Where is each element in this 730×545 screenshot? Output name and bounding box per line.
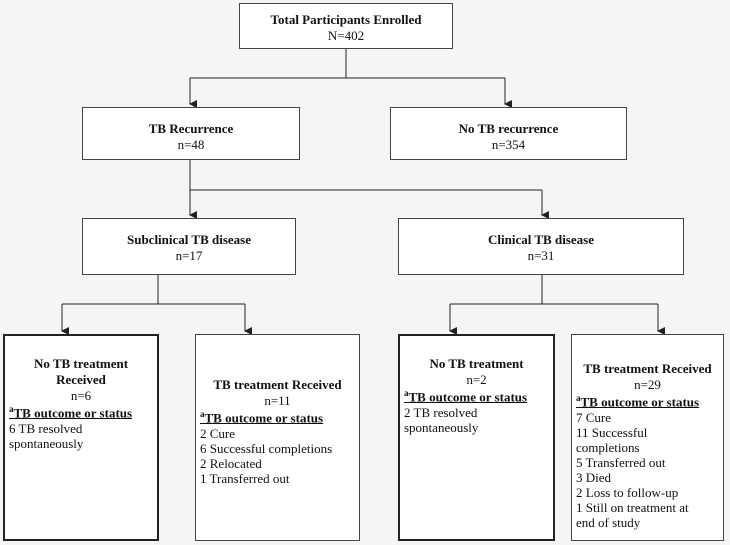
- box4-count: n=29: [634, 377, 661, 392]
- box1-count: n=6: [70, 388, 92, 403]
- box4-outcome-header: aTB outcome or status: [576, 393, 700, 410]
- box4-item: 2 Loss to follow-up: [576, 485, 679, 501]
- clinical-title: Clinical TB disease: [488, 232, 594, 247]
- no-treatment-subclinical-box: No TB treatment Received n=6 aTB outcome…: [3, 334, 159, 541]
- box1-outcome-header: aTB outcome or status: [9, 404, 133, 421]
- box1-item: spontaneously: [9, 436, 84, 452]
- treatment-subclinical-box: TB treatment Received n=11 aTB outcome o…: [195, 334, 360, 541]
- box2-item: 6 Successful completions: [200, 441, 333, 457]
- box1-title-line1: No TB treatment: [33, 356, 129, 371]
- box4-item: 7 Cure: [576, 410, 612, 426]
- subclinical-box: Subclinical TB disease n=17: [82, 218, 296, 275]
- clinical-count: n=31: [527, 248, 555, 263]
- box2-item: 2 Cure: [200, 426, 236, 442]
- clinical-box: Clinical TB disease n=31: [398, 218, 684, 275]
- box3-outcome-header: aTB outcome or status: [404, 388, 528, 405]
- no-treatment-clinical-box: No TB treatment n=2 aTB outcome or statu…: [398, 334, 555, 541]
- box2-item: 2 Relocated: [200, 456, 262, 472]
- box4-item: end of study: [576, 515, 641, 531]
- subclinical-title: Subclinical TB disease: [126, 232, 251, 247]
- tb-recurrence-box: TB Recurrence n=48: [82, 107, 300, 160]
- box4-item: 1 Still on treatment at: [576, 500, 689, 516]
- box2-item: 1 Transferred out: [200, 471, 290, 487]
- box3-item: 2 TB resolved: [404, 405, 478, 421]
- box1-title-line2: Received: [56, 372, 106, 387]
- box3-title: No TB treatment: [429, 356, 524, 371]
- total-title: Total Participants Enrolled: [270, 12, 422, 27]
- box2-title: TB treatment Received: [213, 377, 342, 392]
- box4-title: TB treatment Received: [583, 361, 712, 376]
- box2-count: n=11: [264, 393, 291, 408]
- no-tb-recurrence-title: No TB recurrence: [458, 121, 559, 136]
- box4-item: 11 Successful: [576, 425, 648, 441]
- box1-item: 6 TB resolved: [9, 421, 83, 437]
- tb-recurrence-count: n=48: [177, 137, 205, 152]
- box3-item: spontaneously: [404, 420, 479, 436]
- subclinical-count: n=17: [175, 248, 203, 263]
- no-tb-recurrence-box: No TB recurrence n=354: [390, 107, 627, 160]
- box4-item: 3 Died: [576, 470, 612, 486]
- box4-item: completions: [576, 440, 640, 456]
- treatment-clinical-box: TB treatment Received n=29 aTB outcome o…: [571, 334, 724, 541]
- no-tb-recurrence-count: n=354: [491, 137, 526, 152]
- tb-recurrence-title: TB Recurrence: [148, 121, 234, 136]
- total-count: N=402: [327, 28, 365, 43]
- box4-item: 5 Transferred out: [576, 455, 666, 471]
- total-participants-box: Total Participants Enrolled N=402: [239, 3, 453, 49]
- box2-outcome-header: aTB outcome or status: [200, 409, 324, 426]
- box3-count: n=2: [466, 372, 487, 387]
